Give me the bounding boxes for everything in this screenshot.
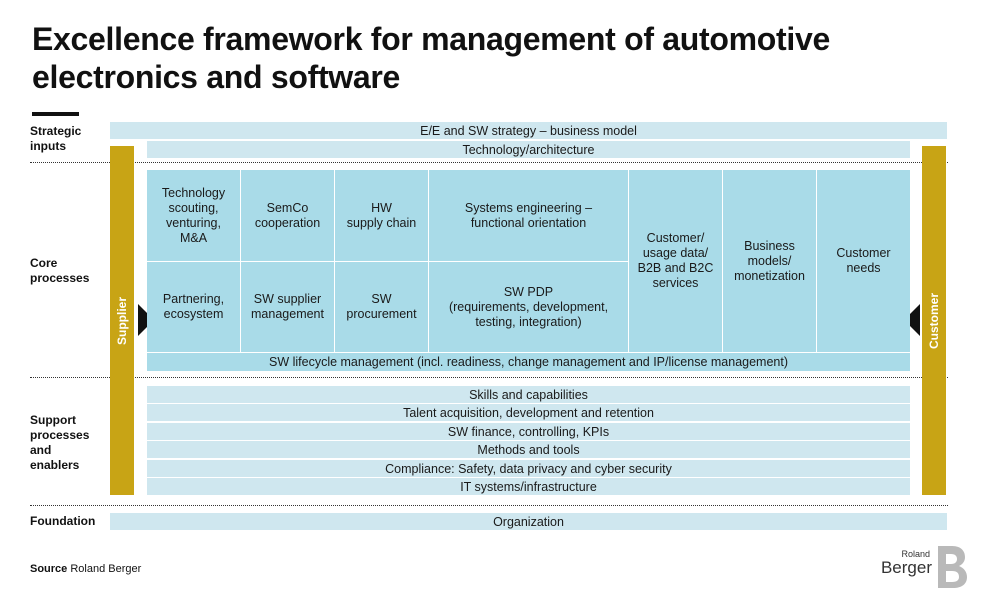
customer-label-wrap: Customer: [922, 146, 946, 495]
cell-text-line: Business: [744, 238, 795, 253]
band-compliance: Compliance: Safety, data privacy and cyb…: [147, 460, 910, 477]
cell-text-line: Systems engineering –: [464, 200, 593, 215]
source-label: Source: [30, 563, 68, 575]
cell-text-line: services: [652, 276, 699, 290]
cell-text-line: SW supplier: [253, 292, 322, 306]
cell-text-line: usage data/: [642, 246, 709, 260]
label-support-line-3: and: [30, 443, 52, 457]
separator-support: [30, 505, 948, 506]
core-cell-sw-procurement: SW procurement: [335, 262, 428, 352]
label-core-processes: Core processes: [30, 256, 89, 286]
band-sw-lifecycle-management: SW lifecycle management (incl. readiness…: [147, 353, 910, 371]
label-support-line-2: processes: [30, 428, 90, 442]
cell-text-line: cooperation: [254, 215, 321, 230]
cell-text-line: ecosystem: [163, 307, 224, 321]
cell-text-line: functional orientation: [470, 215, 587, 230]
logo-text-berger: Berger: [880, 558, 932, 577]
band-methods-tools: Methods and tools: [147, 441, 910, 458]
band-talent-acquisition: Talent acquisition, development and rete…: [147, 404, 910, 421]
cell-text-line: venturing,: [166, 215, 221, 230]
label-strategic-line-1: Strategic: [30, 124, 82, 138]
core-cell-technology-scouting: Technology scouting, venturing, M&A: [147, 170, 240, 261]
supplier-arrow-icon: [138, 304, 154, 336]
cell-text-line: models/: [747, 253, 792, 268]
source-note: Source Roland Berger: [30, 563, 141, 575]
source-text: Roland Berger: [70, 563, 142, 575]
separator-core: [30, 377, 948, 378]
band-sw-finance: SW finance, controlling, KPIs: [147, 423, 910, 440]
core-cell-systems-engineering: Systems engineering – functional orienta…: [429, 170, 628, 261]
core-cell-sw-pdp: SW PDP (requirements, development, testi…: [429, 262, 628, 352]
label-core-line-1: Core: [30, 256, 58, 270]
supplier-label-wrap: Supplier: [110, 146, 134, 495]
cell-text-line: SW: [371, 292, 392, 306]
title-line-1: Excellence framework for management of a…: [32, 21, 830, 57]
cell-text-line: SW PDP: [503, 284, 554, 299]
title-line-2: electronics and software: [32, 59, 401, 95]
cell-text-line: HW: [371, 200, 392, 215]
label-support-line-1: Support: [30, 413, 76, 427]
label-strategic-inputs: Strategic inputs: [30, 124, 81, 154]
page-title: Excellence framework for management of a…: [32, 20, 932, 96]
cell-text-line: procurement: [346, 307, 417, 321]
core-cell-customer-usage-data: Customer/ usage data/ B2B and B2C servic…: [629, 170, 722, 352]
cell-text-line: Customer: [836, 246, 891, 260]
logo-b-icon: [938, 546, 967, 588]
label-foundation: Foundation: [30, 514, 96, 528]
core-cell-customer-needs: Customer needs: [817, 170, 910, 352]
cell-text-line: Technology: [161, 185, 226, 200]
supplier-bar: [110, 146, 134, 495]
cell-text-line: supply chain: [346, 215, 417, 230]
cell-text-line: scouting,: [168, 200, 219, 215]
cell-text-line: Partnering,: [162, 292, 225, 306]
core-cell-business-models: Business models/ monetization: [723, 170, 816, 352]
band-organization: Organization: [110, 513, 947, 530]
cell-text-line: management: [251, 307, 324, 321]
roland-berger-logo: Roland Berger: [872, 544, 972, 594]
cell-text-line: M&A: [179, 230, 208, 245]
cell-text-line: testing, integration): [475, 314, 582, 329]
cell-text-line: B2B and B2C: [637, 261, 714, 275]
band-it-systems: IT systems/infrastructure: [147, 478, 910, 495]
core-cell-hw-supply-chain: HW supply chain: [335, 170, 428, 261]
cell-text-line: SemCo: [266, 200, 309, 215]
logo-text-roland: Roland: [901, 549, 930, 559]
band-technology-architecture: Technology/architecture: [147, 141, 910, 158]
title-underline: [32, 112, 79, 116]
label-support-line-4: enablers: [30, 458, 80, 472]
label-core-line-2: processes: [30, 271, 90, 285]
cell-text-line: monetization: [734, 268, 805, 283]
customer-bar: [922, 146, 946, 495]
label-strategic-line-2: inputs: [30, 139, 66, 153]
cell-text-line: (requirements, development,: [448, 299, 609, 314]
band-ee-sw-strategy: E/E and SW strategy – business model: [110, 122, 947, 139]
supplier-label: Supplier: [115, 296, 130, 345]
core-cell-semco-cooperation: SemCo cooperation: [241, 170, 334, 261]
label-support-processes: Support processes and enablers: [30, 413, 89, 473]
cell-text-line: needs: [846, 261, 881, 275]
cell-text-line: Customer/: [646, 231, 705, 245]
core-cell-sw-supplier-management: SW supplier management: [241, 262, 334, 352]
core-cell-partnering: Partnering, ecosystem: [147, 262, 240, 352]
customer-label: Customer: [927, 292, 942, 349]
separator-strategic: [30, 162, 948, 163]
customer-arrow-icon: [904, 304, 920, 336]
band-skills-capabilities: Skills and capabilities: [147, 386, 910, 403]
